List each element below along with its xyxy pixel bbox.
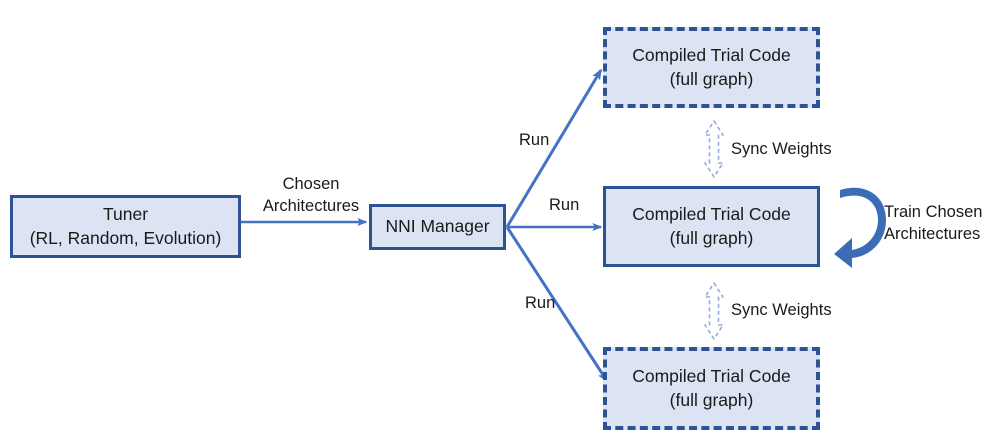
node-tuner-label: Tuner (RL, Random, Evolution) [29,203,222,248]
edge-label-sync-weights-bottom: Sync Weights [731,301,832,319]
edge-manager-to-trial-bottom [505,226,609,383]
node-trial-bottom[interactable]: Compiled Trial Code (full graph) [603,347,820,430]
node-trial-middle-label: Compiled Trial Code (full graph) [632,203,791,248]
node-nni-manager[interactable]: NNI Manager [369,204,506,250]
edge-label-chosen-architectures: Chosen Architectures [262,175,360,216]
edge-label-run-top: Run [519,131,550,149]
edge-label-train-chosen-architectures: Train Chosen Architectures [884,203,983,244]
edge-label-run-bottom: Run [525,294,556,312]
train-loop-arrow [834,187,886,268]
node-nni-manager-label: NNI Manager [385,216,490,237]
node-trial-middle[interactable]: Compiled Trial Code (full graph) [603,186,820,267]
edge-label-sync-weights-top: Sync Weights [731,140,832,158]
node-trial-top-label: Compiled Trial Code (full graph) [632,44,791,89]
sync-weights-arrow-top [704,120,724,178]
node-tuner[interactable]: Tuner (RL, Random, Evolution) [10,195,241,258]
node-trial-bottom-label: Compiled Trial Code (full graph) [632,365,791,410]
node-trial-top[interactable]: Compiled Trial Code (full graph) [603,27,820,108]
edge-label-run-middle: Run [549,196,580,214]
sync-weights-arrow-bottom [704,282,724,340]
